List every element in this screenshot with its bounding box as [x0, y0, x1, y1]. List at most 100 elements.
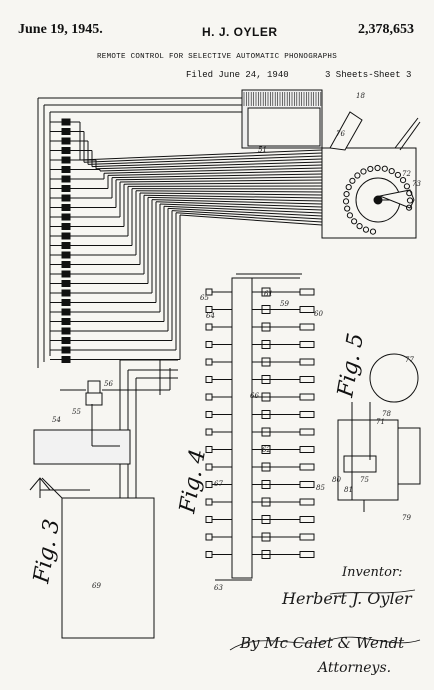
svg-text:55: 55 — [72, 408, 81, 416]
svg-text:72: 72 — [402, 170, 411, 178]
switch-contact — [205, 358, 213, 366]
contact-terminal — [61, 204, 71, 211]
svg-text:65: 65 — [200, 294, 209, 302]
svg-text:61: 61 — [264, 290, 273, 298]
switch-lever — [261, 392, 271, 402]
contact-terminal — [61, 128, 71, 135]
selector-contact — [406, 197, 414, 204]
contact-terminal — [61, 356, 71, 363]
selector-contact — [374, 164, 381, 172]
patent-date: June 19, 1945. — [18, 22, 103, 37]
contact-terminal — [61, 194, 71, 202]
reference-numerals: 18 51 76 72 73 69 55 54 56 59 60 61 65 6… — [52, 92, 421, 592]
selector-contact — [354, 172, 361, 179]
selector-contact — [406, 190, 413, 197]
contact-bank — [37, 97, 242, 368]
contact-terminal — [61, 308, 71, 316]
svg-text:75: 75 — [360, 476, 369, 484]
patent-number: 2,378,653 — [358, 22, 414, 37]
switch-contact — [205, 533, 213, 541]
switch-contact — [205, 551, 213, 558]
switch-plunger — [299, 376, 315, 383]
switch-contact — [205, 446, 213, 453]
svg-text:62: 62 — [262, 446, 271, 454]
inventor-signature: Herbert J. Oyler — [281, 589, 413, 608]
switch-lever — [261, 427, 271, 437]
selector-contact — [344, 205, 351, 212]
switch-contact — [205, 481, 213, 488]
contact-terminal — [61, 261, 71, 268]
contact-terminal — [61, 242, 71, 249]
switch-plunger — [299, 341, 315, 348]
selector-contact — [388, 167, 395, 175]
svg-text:79: 79 — [402, 514, 411, 522]
selector-contact — [399, 176, 407, 184]
selector-contact — [349, 177, 356, 184]
selector-contact — [369, 228, 377, 235]
switch-contact — [205, 463, 213, 471]
switch-plunger — [299, 393, 315, 401]
switch-plunger — [299, 498, 315, 506]
contact-terminal — [61, 327, 71, 335]
attorney-by-line: By Mc Calet & Wendt — [239, 634, 405, 652]
svg-text:77: 77 — [405, 356, 414, 364]
contact-terminal — [61, 251, 71, 259]
switch-lever — [261, 305, 271, 314]
selector-contact — [343, 190, 350, 198]
switch-contact — [205, 323, 213, 331]
switch-contact — [205, 393, 213, 401]
switch-plunger — [299, 411, 315, 418]
contact-terminal — [61, 289, 71, 297]
contact-terminal — [61, 137, 71, 145]
svg-text:76: 76 — [336, 130, 345, 138]
selector-contact — [403, 183, 411, 190]
svg-text:51: 51 — [258, 146, 267, 154]
contact-terminal — [61, 185, 71, 192]
switch-lever — [261, 462, 271, 472]
contact-terminal — [61, 175, 71, 183]
svg-text:73: 73 — [412, 180, 421, 188]
switch-contact — [205, 376, 213, 383]
sheet-count: 3 Sheets-Sheet 3 — [325, 70, 412, 80]
svg-text:78: 78 — [382, 410, 391, 418]
switch-contact — [205, 306, 213, 313]
selector-box — [241, 89, 421, 239]
switch-plunger — [299, 306, 315, 313]
switch-plunger — [299, 481, 315, 488]
switch-lever — [261, 445, 271, 454]
switch-contact — [205, 341, 213, 348]
switch-lever — [261, 515, 271, 524]
inventor-header: H. J. OYLER — [202, 25, 278, 39]
figure-3-diagram — [29, 359, 178, 639]
switch-plunger — [299, 463, 315, 471]
svg-text:59: 59 — [280, 300, 289, 308]
figure-5-diagram — [337, 353, 421, 512]
switch-lever — [261, 532, 271, 542]
switch-plunger — [299, 446, 315, 453]
contact-terminal — [61, 299, 71, 306]
contact-terminal — [61, 232, 71, 240]
selector-contact — [367, 165, 374, 173]
wire-bundle — [79, 122, 323, 360]
switch-plunger — [299, 533, 315, 541]
svg-text:63: 63 — [214, 584, 223, 592]
inventor-label: Inventor: — [341, 565, 403, 580]
switch-contact — [205, 411, 213, 418]
svg-text:18: 18 — [356, 92, 365, 100]
selector-contact — [360, 168, 367, 175]
selector-contact — [381, 165, 388, 172]
selector-contact — [356, 223, 363, 230]
switch-lever — [261, 480, 271, 489]
selector-contact — [405, 204, 413, 211]
contact-terminal — [61, 223, 71, 230]
switch-plunger — [299, 358, 315, 366]
filed-date: Filed June 24, 1940 — [186, 70, 289, 80]
contact-terminal — [61, 280, 71, 287]
switch-lever — [261, 322, 271, 332]
svg-text:80: 80 — [332, 476, 341, 484]
svg-text:71: 71 — [376, 418, 385, 426]
svg-text:54: 54 — [52, 416, 61, 424]
selector-contact — [345, 184, 352, 191]
switch-plunger — [299, 428, 315, 436]
